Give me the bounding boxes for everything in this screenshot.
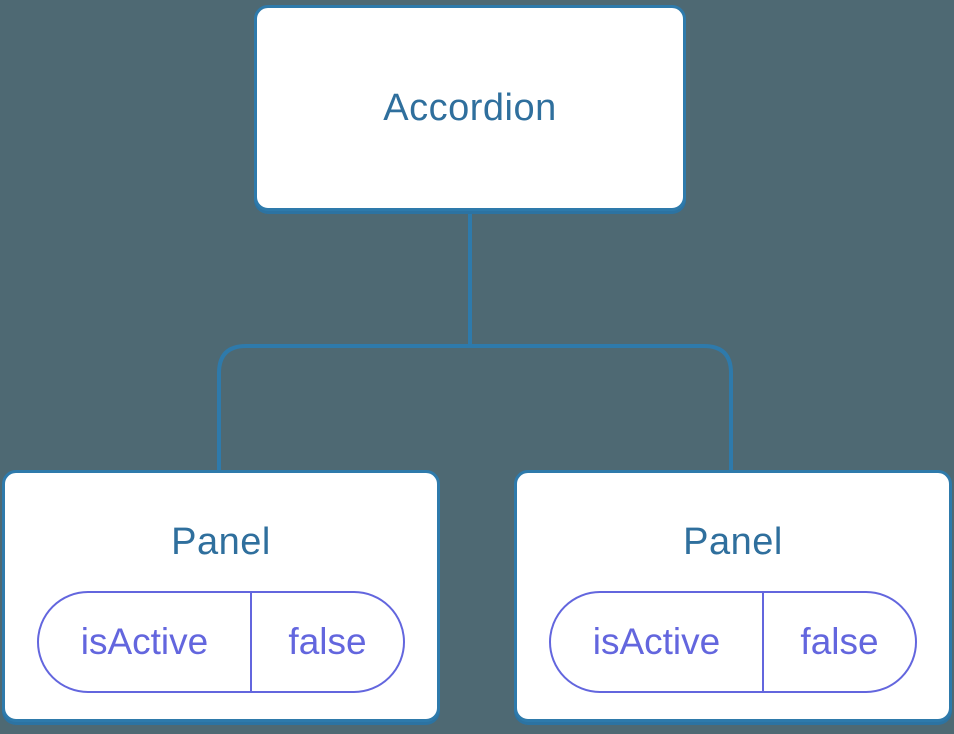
panel-node-right: Panel isActive false [514,470,952,722]
state-key: isActive [592,621,721,662]
state-key: isActive [80,621,209,662]
panel-right-label: Panel [683,521,783,563]
panel-left-label: Panel [171,521,271,563]
state-pill-divider [762,593,764,691]
accordion-node-label: Accordion [383,86,557,129]
accordion-node: Accordion [254,5,686,211]
state-value: false [288,621,367,662]
panel-node-left: Panel isActive false [2,470,440,722]
state-value: false [800,621,879,662]
panel-left-state-pill: isActive false [37,591,405,693]
panel-right-state-pill: isActive false [549,591,917,693]
state-pill-divider [250,593,252,691]
connector-bracket [217,344,733,472]
